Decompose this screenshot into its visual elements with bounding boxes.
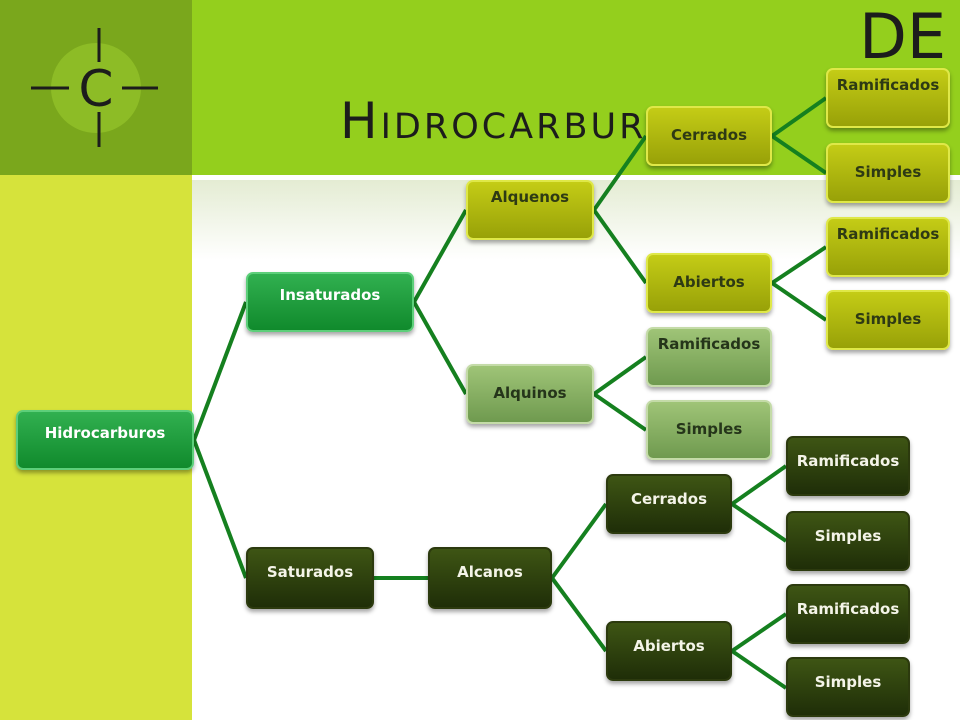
node-alquenos-abiertos-ramificados: Ramificados bbox=[826, 217, 950, 277]
node-alquenos-cerrados-ramificados: Ramificados bbox=[826, 68, 950, 128]
connector-alcanos-abiertos bbox=[550, 576, 608, 653]
connector-alcanos-abiertos-simples bbox=[730, 649, 788, 690]
connector-insaturados-alquinos bbox=[412, 301, 468, 395]
node-hidrocarburos: Hidrocarburos bbox=[16, 410, 194, 470]
node-alquinos-simples: Simples bbox=[646, 400, 772, 460]
logo-circle bbox=[51, 43, 141, 133]
connector-alcanos-cerrados-simples bbox=[730, 502, 788, 543]
connector-alquenos-abiertos bbox=[592, 208, 648, 285]
node-alquinos: Alquinos bbox=[466, 364, 594, 424]
node-alcanos-cerrados-ramificados: Ramificados bbox=[786, 436, 910, 496]
node-alquenos-cerrados-simples: Simples bbox=[826, 143, 950, 203]
connector-alquenos-cerrados bbox=[592, 134, 648, 212]
header-divider bbox=[192, 176, 960, 180]
node-alcanos-cerrados-simples: Simples bbox=[786, 511, 910, 571]
connector-alcanos-cerrados-ramificados bbox=[730, 464, 788, 506]
node-alcanos-abiertos-ramificados: Ramificados bbox=[786, 584, 910, 644]
node-alquenos-abiertos: Abiertos bbox=[646, 253, 772, 313]
node-saturados: Saturados bbox=[246, 547, 374, 609]
node-alquenos: Alquenos bbox=[466, 180, 594, 240]
connector-root-insaturados bbox=[192, 301, 248, 441]
node-alquinos-ramificados: Ramificados bbox=[646, 327, 772, 387]
connector-cerrados-ramificados bbox=[770, 96, 828, 138]
node-alcanos: Alcanos bbox=[428, 547, 552, 609]
node-alcanos-cerrados: Cerrados bbox=[606, 474, 732, 534]
title-line-1: DE bbox=[859, 0, 946, 73]
page-title: Hidrocarburos bbox=[340, 92, 703, 150]
logo-letter: C bbox=[79, 60, 114, 118]
carbon-atom-icon: C bbox=[31, 28, 158, 147]
node-alcanos-abiertos-simples: Simples bbox=[786, 657, 910, 717]
connector-cerrados-simples bbox=[770, 134, 828, 175]
connector-insaturados-alquenos bbox=[412, 209, 468, 303]
connector-alcanos-cerrados bbox=[550, 502, 608, 580]
node-insaturados: Insaturados bbox=[246, 272, 414, 332]
connector-alquinos-simples bbox=[592, 392, 648, 432]
connector-root-saturados bbox=[192, 439, 248, 579]
connector-alcanos-abiertos-ramificados bbox=[730, 612, 788, 653]
node-alquenos-cerrados: Cerrados bbox=[646, 106, 772, 166]
node-alcanos-abiertos: Abiertos bbox=[606, 621, 732, 681]
connector-alquinos-ramificados bbox=[592, 355, 648, 396]
node-alquenos-abiertos-simples: Simples bbox=[826, 290, 950, 350]
connector-abiertos-simples bbox=[770, 281, 828, 322]
connector-abiertos-ramificados bbox=[770, 245, 828, 285]
